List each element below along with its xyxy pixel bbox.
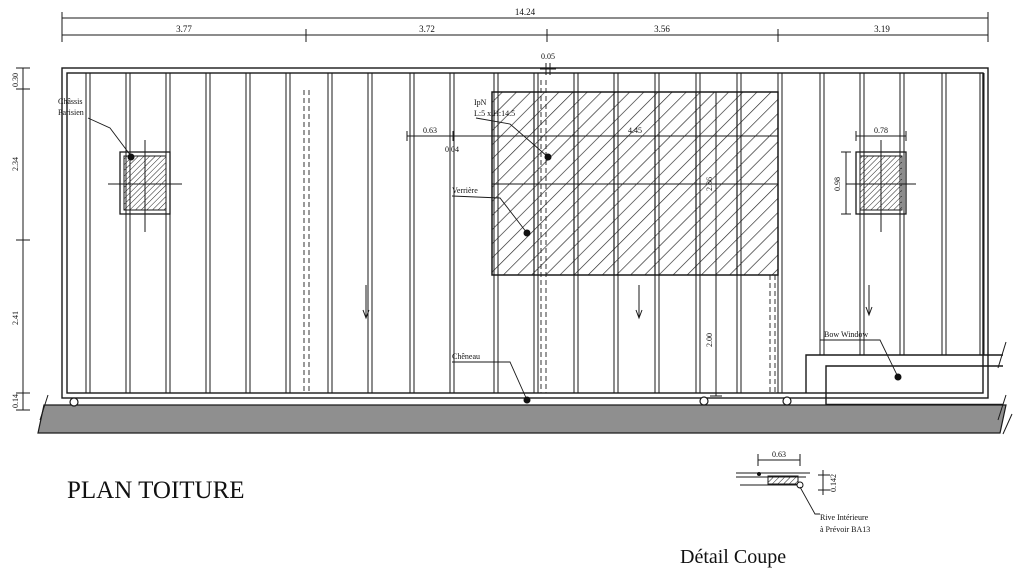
dim-seg-4: 3.19 [874, 24, 890, 34]
leader-dots [127, 153, 902, 404]
dim-verriere-offset-small: 0.04 [445, 145, 459, 154]
dim-gap: 0.05 [541, 52, 555, 61]
ground-band [37, 341, 1013, 435]
detail-section [736, 454, 830, 515]
dim-seg-3: 3.56 [654, 24, 670, 34]
dim-verriere-offset: 0.63 [423, 126, 437, 135]
dim-seg-2: 3.72 [419, 24, 435, 34]
downpipes [69, 396, 792, 407]
dim-detail-width: 0.63 [772, 450, 786, 459]
label-verriere: Verrière [452, 186, 478, 195]
top-dimension-chain [61, 12, 989, 42]
dim-left-4: 0.14 [11, 394, 20, 408]
dim-total: 14.24 [515, 7, 536, 17]
dim-detail-height: 0.142 [829, 474, 838, 492]
label-rive-2: à Prévoir BA13 [820, 525, 870, 534]
dim-seg-1: 3.77 [176, 24, 192, 34]
label-cheneau: Chêneau [452, 352, 480, 361]
left-skylight [108, 140, 182, 232]
right-skylight [846, 140, 916, 232]
dim-window-height: 0.98 [833, 177, 842, 191]
leaders [87, 117, 899, 401]
dim-left-1: 0.30 [11, 73, 20, 87]
dim-window-width: 0.78 [874, 126, 888, 135]
verriere-glass-roof [491, 91, 779, 276]
label-chassis-1: Châssis [58, 97, 82, 106]
dim-verriere-height: 2.86 [705, 177, 714, 191]
dim-verriere-width: 4.45 [628, 126, 642, 135]
dim-left-3: 2.41 [11, 311, 20, 325]
dim-lower-height: 2.00 [705, 333, 714, 347]
plan-title: PLAN TOITURE [67, 477, 245, 504]
left-dimension-chain [16, 67, 30, 411]
dim-left-2: 2.34 [11, 157, 20, 171]
verriere-dimensions [406, 91, 778, 397]
label-chassis-2: Parisien [58, 108, 84, 117]
right-window-dimensions [841, 131, 907, 215]
label-ipn-2: L:5 x H:14.5 [474, 109, 515, 118]
slope-arrows [362, 285, 873, 320]
label-rive-1: Rive Intérieure [820, 513, 869, 522]
label-bow-window: Bow Window [824, 330, 868, 339]
detail-title: Détail Coupe [680, 546, 786, 568]
label-ipn-1: IpN [474, 98, 487, 107]
